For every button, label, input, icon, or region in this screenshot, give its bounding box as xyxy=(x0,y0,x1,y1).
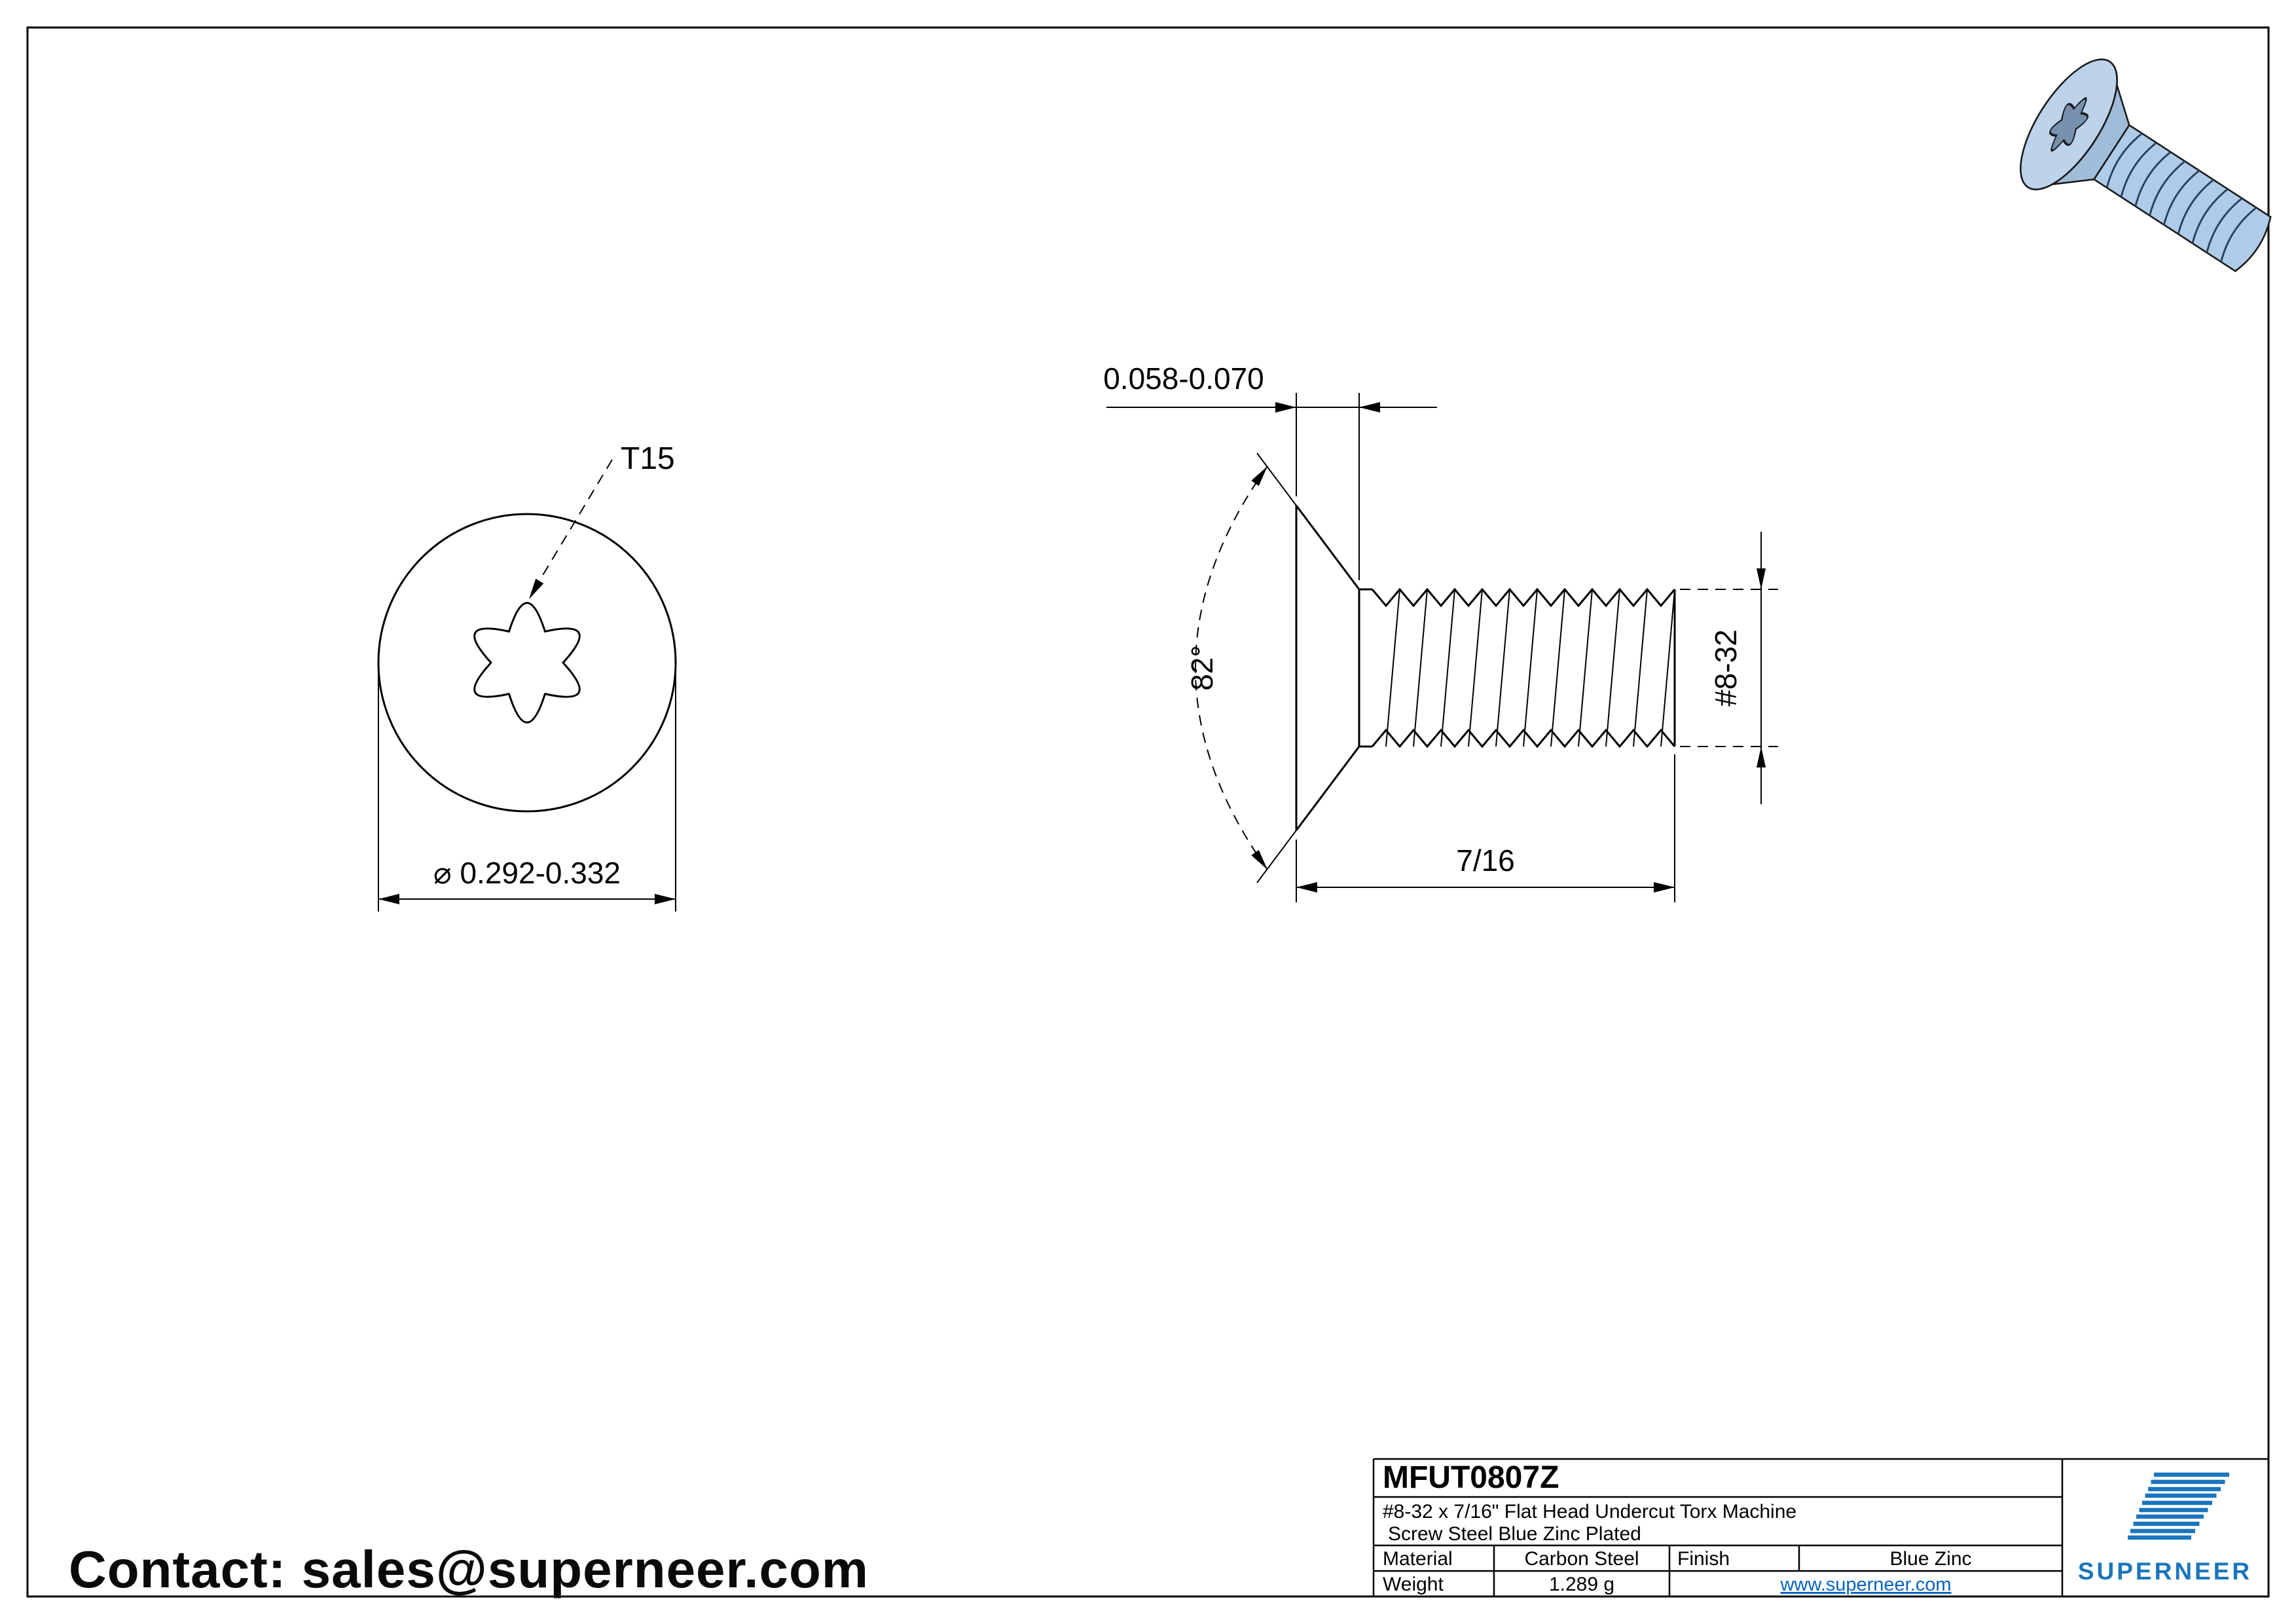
undercut-neck xyxy=(1359,588,1372,748)
thread-size-label: #8-32 xyxy=(1709,629,1743,707)
t15-leader: T15 xyxy=(529,441,675,599)
side-view: 0.058-0.070 82° #8-32 7/16 xyxy=(1103,361,1778,902)
angle-arrow-bottom xyxy=(1251,849,1267,870)
thread-lines-3d xyxy=(2105,132,2257,263)
thread-size-dimension: #8-32 xyxy=(1680,532,1778,804)
extension-lines xyxy=(1296,393,1360,580)
thread-crest-bottom xyxy=(1371,728,1676,748)
dim-arrow-bottom xyxy=(1757,747,1766,767)
head-diameter-label: ⌀ 0.292-0.332 xyxy=(433,856,621,890)
leader-line xyxy=(538,459,613,583)
angle-arrow-top xyxy=(1251,466,1267,487)
weight-value: 1.289 g xyxy=(1549,1574,1614,1595)
dim-arrow-left xyxy=(1296,882,1317,893)
finish-label: Finish xyxy=(1677,1548,1730,1570)
title-block: MFUT0807Z #8-32 x 7/16" Flat Head Underc… xyxy=(1372,1458,2269,1596)
torx-recess-icon xyxy=(473,602,581,724)
angle-label: 82° xyxy=(1185,645,1219,691)
brand-logo-icon xyxy=(2128,1472,2229,1540)
dim-arrow-top xyxy=(1757,568,1766,589)
extension-lines xyxy=(1296,754,1675,902)
cell-dividers xyxy=(1493,1545,1800,1596)
finish-value: Blue Zinc xyxy=(1889,1548,1971,1570)
length-label: 7/16 xyxy=(1456,843,1515,877)
contact-text: Contact: sales@superneer.com xyxy=(69,1540,869,1598)
material-label: Material xyxy=(1383,1548,1453,1570)
front-view: T15 ⌀ 0.292-0.332 xyxy=(377,441,677,912)
website-link[interactable]: www.superneer.com xyxy=(1779,1574,1951,1595)
material-value: Carbon Steel xyxy=(1524,1548,1639,1570)
dim-arrow-right xyxy=(655,894,676,904)
t15-label: T15 xyxy=(621,441,675,476)
dim-arrow-right xyxy=(1654,882,1675,893)
part-description-line2: Screw Steel Blue Zinc Plated xyxy=(1388,1523,1641,1545)
weight-label: Weight xyxy=(1383,1574,1444,1595)
length-dimension: 7/16 xyxy=(1296,754,1675,902)
head-height-label: 0.058-0.070 xyxy=(1103,361,1264,396)
extension-lines xyxy=(378,674,676,912)
head-diameter-dimension: ⌀ 0.292-0.332 xyxy=(378,674,676,912)
screw-profile xyxy=(1295,505,1676,831)
screw-shaft-3d xyxy=(2092,124,2272,272)
part-number: MFUT0807Z xyxy=(1383,1460,1559,1495)
page-border xyxy=(26,26,2270,1598)
dim-arrow-right xyxy=(1359,402,1380,413)
leader-arrow xyxy=(529,578,544,599)
dim-arrow-left xyxy=(378,894,399,904)
brand-name: SUPERNEER xyxy=(2078,1558,2252,1585)
head-cone-edges xyxy=(1295,505,1360,831)
dim-arrow-left xyxy=(1275,402,1296,413)
head-circle xyxy=(377,513,677,813)
angle-arc xyxy=(1195,466,1268,870)
thread-crest-top xyxy=(1371,587,1676,608)
part-description-line1: #8-32 x 7/16" Flat Head Undercut Torx Ma… xyxy=(1383,1501,1796,1522)
head-height-dimension: 0.058-0.070 xyxy=(1103,361,1437,580)
iso-view xyxy=(2020,58,2272,272)
thread-flank-lines xyxy=(1385,589,1675,747)
angle-dimension: 82° xyxy=(1185,452,1297,883)
torx-recess-3d-icon xyxy=(2049,97,2088,152)
angle-extension-lines xyxy=(1256,452,1297,883)
